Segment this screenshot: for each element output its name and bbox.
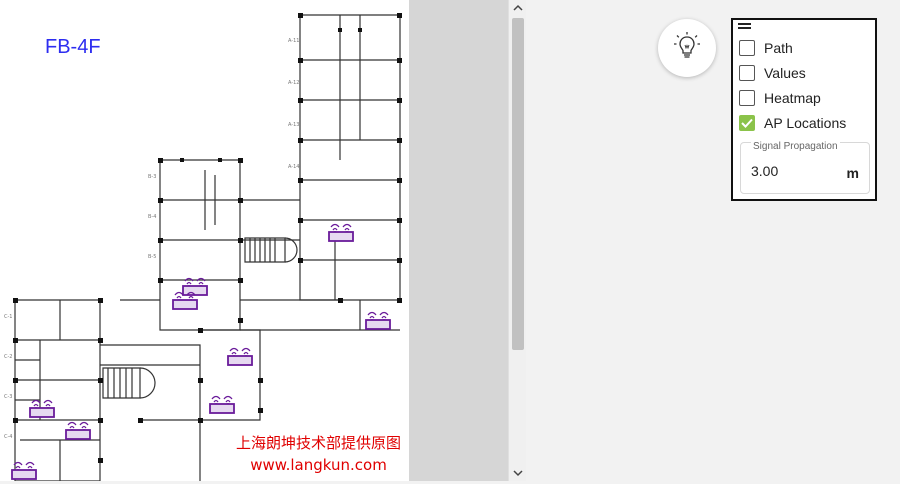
lightbulb-icon (673, 31, 701, 66)
signal-propagation-value[interactable]: 3.00 (751, 163, 779, 179)
watermark-line1: 上海朗坤技术部提供原图 (236, 434, 402, 452)
watermark-line2: www.langkun.com (250, 456, 387, 474)
option-heatmap[interactable]: Heatmap (739, 88, 821, 108)
path-label: Path (764, 40, 793, 56)
floor-label: FB-4F (45, 36, 101, 58)
values-checkbox[interactable] (739, 65, 755, 81)
ap-locations-label: AP Locations (764, 115, 847, 131)
signal-propagation-label: Signal Propagation (751, 141, 840, 152)
svg-text:A-13: A-13 (288, 122, 299, 128)
values-label: Values (764, 65, 806, 81)
svg-text:A-11: A-11 (288, 38, 299, 44)
option-values[interactable]: Values (739, 63, 806, 83)
vertical-scrollbar[interactable] (508, 0, 527, 481)
svg-text:C-3: C-3 (4, 394, 12, 400)
scroll-thumb[interactable] (512, 18, 524, 350)
access-point-icon[interactable] (182, 277, 208, 296)
svg-text:C-4: C-4 (4, 434, 12, 440)
access-point-icon[interactable] (172, 291, 198, 310)
access-point-icon[interactable] (65, 421, 91, 440)
chevron-up-icon[interactable] (509, 0, 527, 16)
svg-text:C-1: C-1 (4, 314, 12, 320)
chevron-down-icon[interactable] (509, 465, 527, 481)
option-ap-locations[interactable]: AP Locations (739, 113, 846, 133)
svg-text:C-2: C-2 (4, 354, 12, 360)
menu-icon[interactable] (738, 23, 751, 29)
layer-options-panel: Path Values Heatmap AP Locations Signal … (731, 18, 877, 201)
watermark: 上海朗坤技术部提供原图 www.langkun.com (236, 432, 401, 476)
svg-text:B-4: B-4 (148, 214, 156, 220)
access-point-icon[interactable] (11, 461, 37, 480)
ap-locations-checkbox[interactable] (739, 115, 755, 131)
checkmark-icon (741, 118, 753, 128)
lightbulb-button[interactable] (658, 19, 716, 77)
signal-propagation-field[interactable]: Signal Propagation 3.00 m (740, 141, 870, 194)
svg-text:B-5: B-5 (148, 254, 156, 260)
heatmap-label: Heatmap (764, 90, 821, 106)
svg-text:A-14: A-14 (288, 164, 299, 170)
signal-propagation-unit: m (846, 165, 859, 181)
heatmap-checkbox[interactable] (739, 90, 755, 106)
map-margin (409, 0, 508, 481)
access-point-icon[interactable] (29, 399, 55, 418)
floor-plan-drawing: A-11A-12A-13 A-14B-3B-4 B-5C-1C-2 C-3C-4 (4, 13, 402, 481)
svg-text:A-12: A-12 (288, 80, 299, 86)
access-point-icon[interactable] (365, 311, 391, 330)
access-point-icon[interactable] (328, 223, 354, 242)
path-checkbox[interactable] (739, 40, 755, 56)
ap-markers (11, 223, 391, 480)
option-path[interactable]: Path (739, 38, 793, 58)
access-point-icon[interactable] (227, 347, 253, 366)
access-point-icon[interactable] (209, 395, 235, 414)
svg-text:B-3: B-3 (148, 174, 156, 180)
